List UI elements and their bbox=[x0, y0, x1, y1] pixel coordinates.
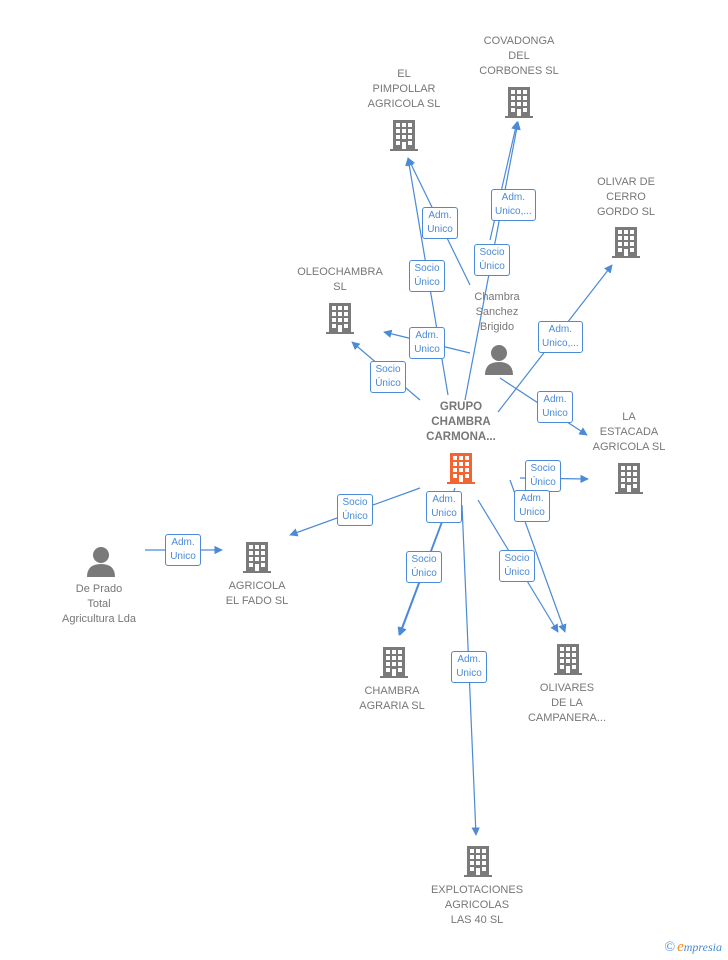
relation-label[interactable]: Adm. Unico bbox=[422, 207, 458, 239]
node-label-chambra-sanchez[interactable]: Chambra Sanchez Brigido bbox=[474, 291, 520, 333]
person-icon[interactable] bbox=[485, 345, 513, 375]
node-label-grupo-chambra[interactable]: GRUPO CHAMBRA CARMONA... bbox=[426, 401, 496, 443]
building-icon[interactable] bbox=[612, 227, 640, 258]
node-label-la-estacada[interactable]: LA ESTACADA AGRICOLA SL bbox=[592, 411, 666, 453]
node-label-covadonga[interactable]: COVADONGA DEL CORBONES SL bbox=[479, 35, 559, 77]
building-icon[interactable] bbox=[326, 303, 354, 334]
empresia-logo[interactable]: ©empresia bbox=[664, 939, 722, 955]
building-icon[interactable] bbox=[505, 87, 533, 118]
relation-label[interactable]: Socio Único bbox=[406, 551, 442, 583]
relation-label[interactable]: Adm. Unico bbox=[409, 327, 445, 359]
node-label-olivar-cerro-gordo[interactable]: OLIVAR DE CERRO GORDO SL bbox=[596, 176, 656, 218]
relation-label[interactable]: Socio Único bbox=[337, 494, 373, 526]
relation-edge bbox=[489, 121, 520, 241]
building-icon[interactable] bbox=[447, 453, 475, 484]
building-icon[interactable] bbox=[554, 644, 582, 675]
relation-label[interactable]: Adm. Unico bbox=[451, 651, 487, 683]
relation-label[interactable]: Socio Único bbox=[499, 550, 535, 582]
relation-label[interactable]: Socio Único bbox=[370, 361, 406, 393]
relation-label[interactable]: Adm. Unico,... bbox=[538, 321, 583, 353]
relation-label[interactable]: Socio Único bbox=[525, 460, 561, 492]
building-icon[interactable] bbox=[464, 846, 492, 877]
node-label-de-prado[interactable]: De Prado Total Agricultura Lda bbox=[62, 583, 136, 625]
building-icon[interactable] bbox=[615, 463, 643, 494]
person-icon[interactable] bbox=[87, 547, 115, 577]
relation-label[interactable]: Adm. Unico bbox=[514, 490, 550, 522]
node-label-olivares-campanera[interactable]: OLIVARES DE LA CAMPANERA... bbox=[527, 682, 607, 724]
building-icon[interactable] bbox=[243, 542, 271, 573]
node-label-el-pimpollar[interactable]: EL PIMPOLLAR AGRICOLA SL bbox=[367, 68, 441, 110]
relation-label[interactable]: Adm. Unico bbox=[426, 491, 462, 523]
building-icon[interactable] bbox=[390, 120, 418, 151]
relation-label[interactable]: Adm. Unico,... bbox=[491, 189, 536, 221]
node-label-oleochambra[interactable]: OLEOCHAMBRA SL bbox=[297, 266, 383, 293]
node-label-agricola-el-fado[interactable]: AGRICOLA EL FADO SL bbox=[225, 580, 289, 607]
node-label-chambra-agraria[interactable]: CHAMBRA AGRARIA SL bbox=[359, 685, 425, 712]
copyright-icon: © bbox=[664, 940, 676, 955]
node-label-explotaciones[interactable]: EXPLOTACIONES AGRICOLAS LAS 40 SL bbox=[430, 884, 524, 926]
building-icon[interactable] bbox=[380, 647, 408, 678]
relation-label[interactable]: Adm. Unico bbox=[537, 391, 573, 423]
relation-label[interactable]: Socio Único bbox=[474, 244, 510, 276]
relation-label[interactable]: Socio Único bbox=[409, 260, 445, 292]
relation-label[interactable]: Adm. Unico bbox=[165, 534, 201, 566]
